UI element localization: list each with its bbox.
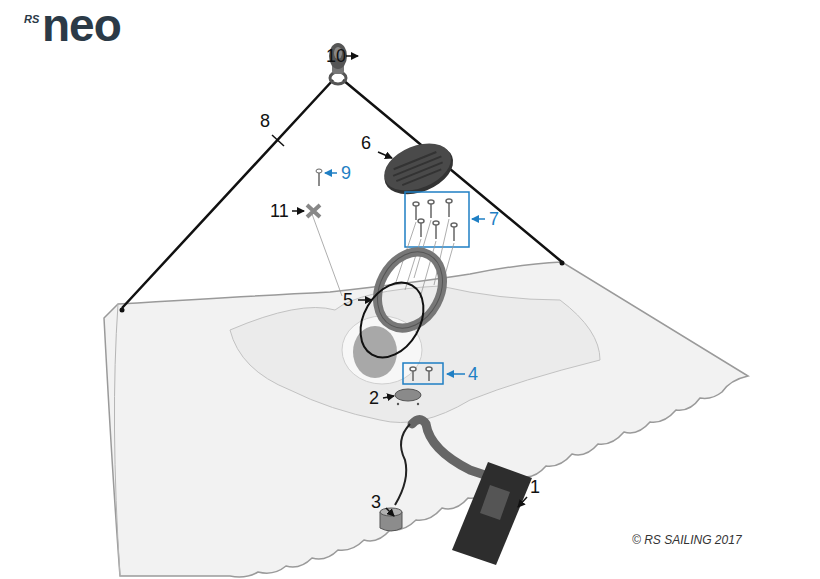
copyright-note: © RS SAILING 2017 [632,534,742,546]
hull-deck [104,262,748,577]
cockpit-recess [230,286,600,423]
callout-number: 2 [369,389,379,407]
hatch-cover [376,134,460,204]
bung-cord [395,424,410,505]
leader-arrows [272,56,527,516]
hatch-opening [353,326,397,378]
o-ring [348,271,436,368]
logo-prefix: RS [24,14,39,25]
callout-number: 1 [530,478,540,496]
cross-fitting [307,205,320,217]
bridle-line [122,80,562,308]
bracket-box [405,192,469,247]
callout-number: 8 [260,112,270,130]
callout-number: 6 [361,134,371,152]
screws [413,199,457,241]
drain-plate [395,389,421,401]
callout-number: 9 [341,164,351,182]
deck-edge [114,304,120,576]
callout-number: 7 [489,210,499,228]
callout-number: 4 [468,365,478,383]
bracket-box [403,363,443,384]
strap-end [452,462,532,565]
callout-number: 11 [270,202,289,220]
screw [316,169,322,186]
callout-number: 3 [371,493,381,511]
hatch-ring [365,241,456,340]
callout-number: 10 [326,47,346,65]
bung [380,508,402,531]
callout-number: 5 [343,291,353,309]
logo-text: neo [42,2,121,48]
